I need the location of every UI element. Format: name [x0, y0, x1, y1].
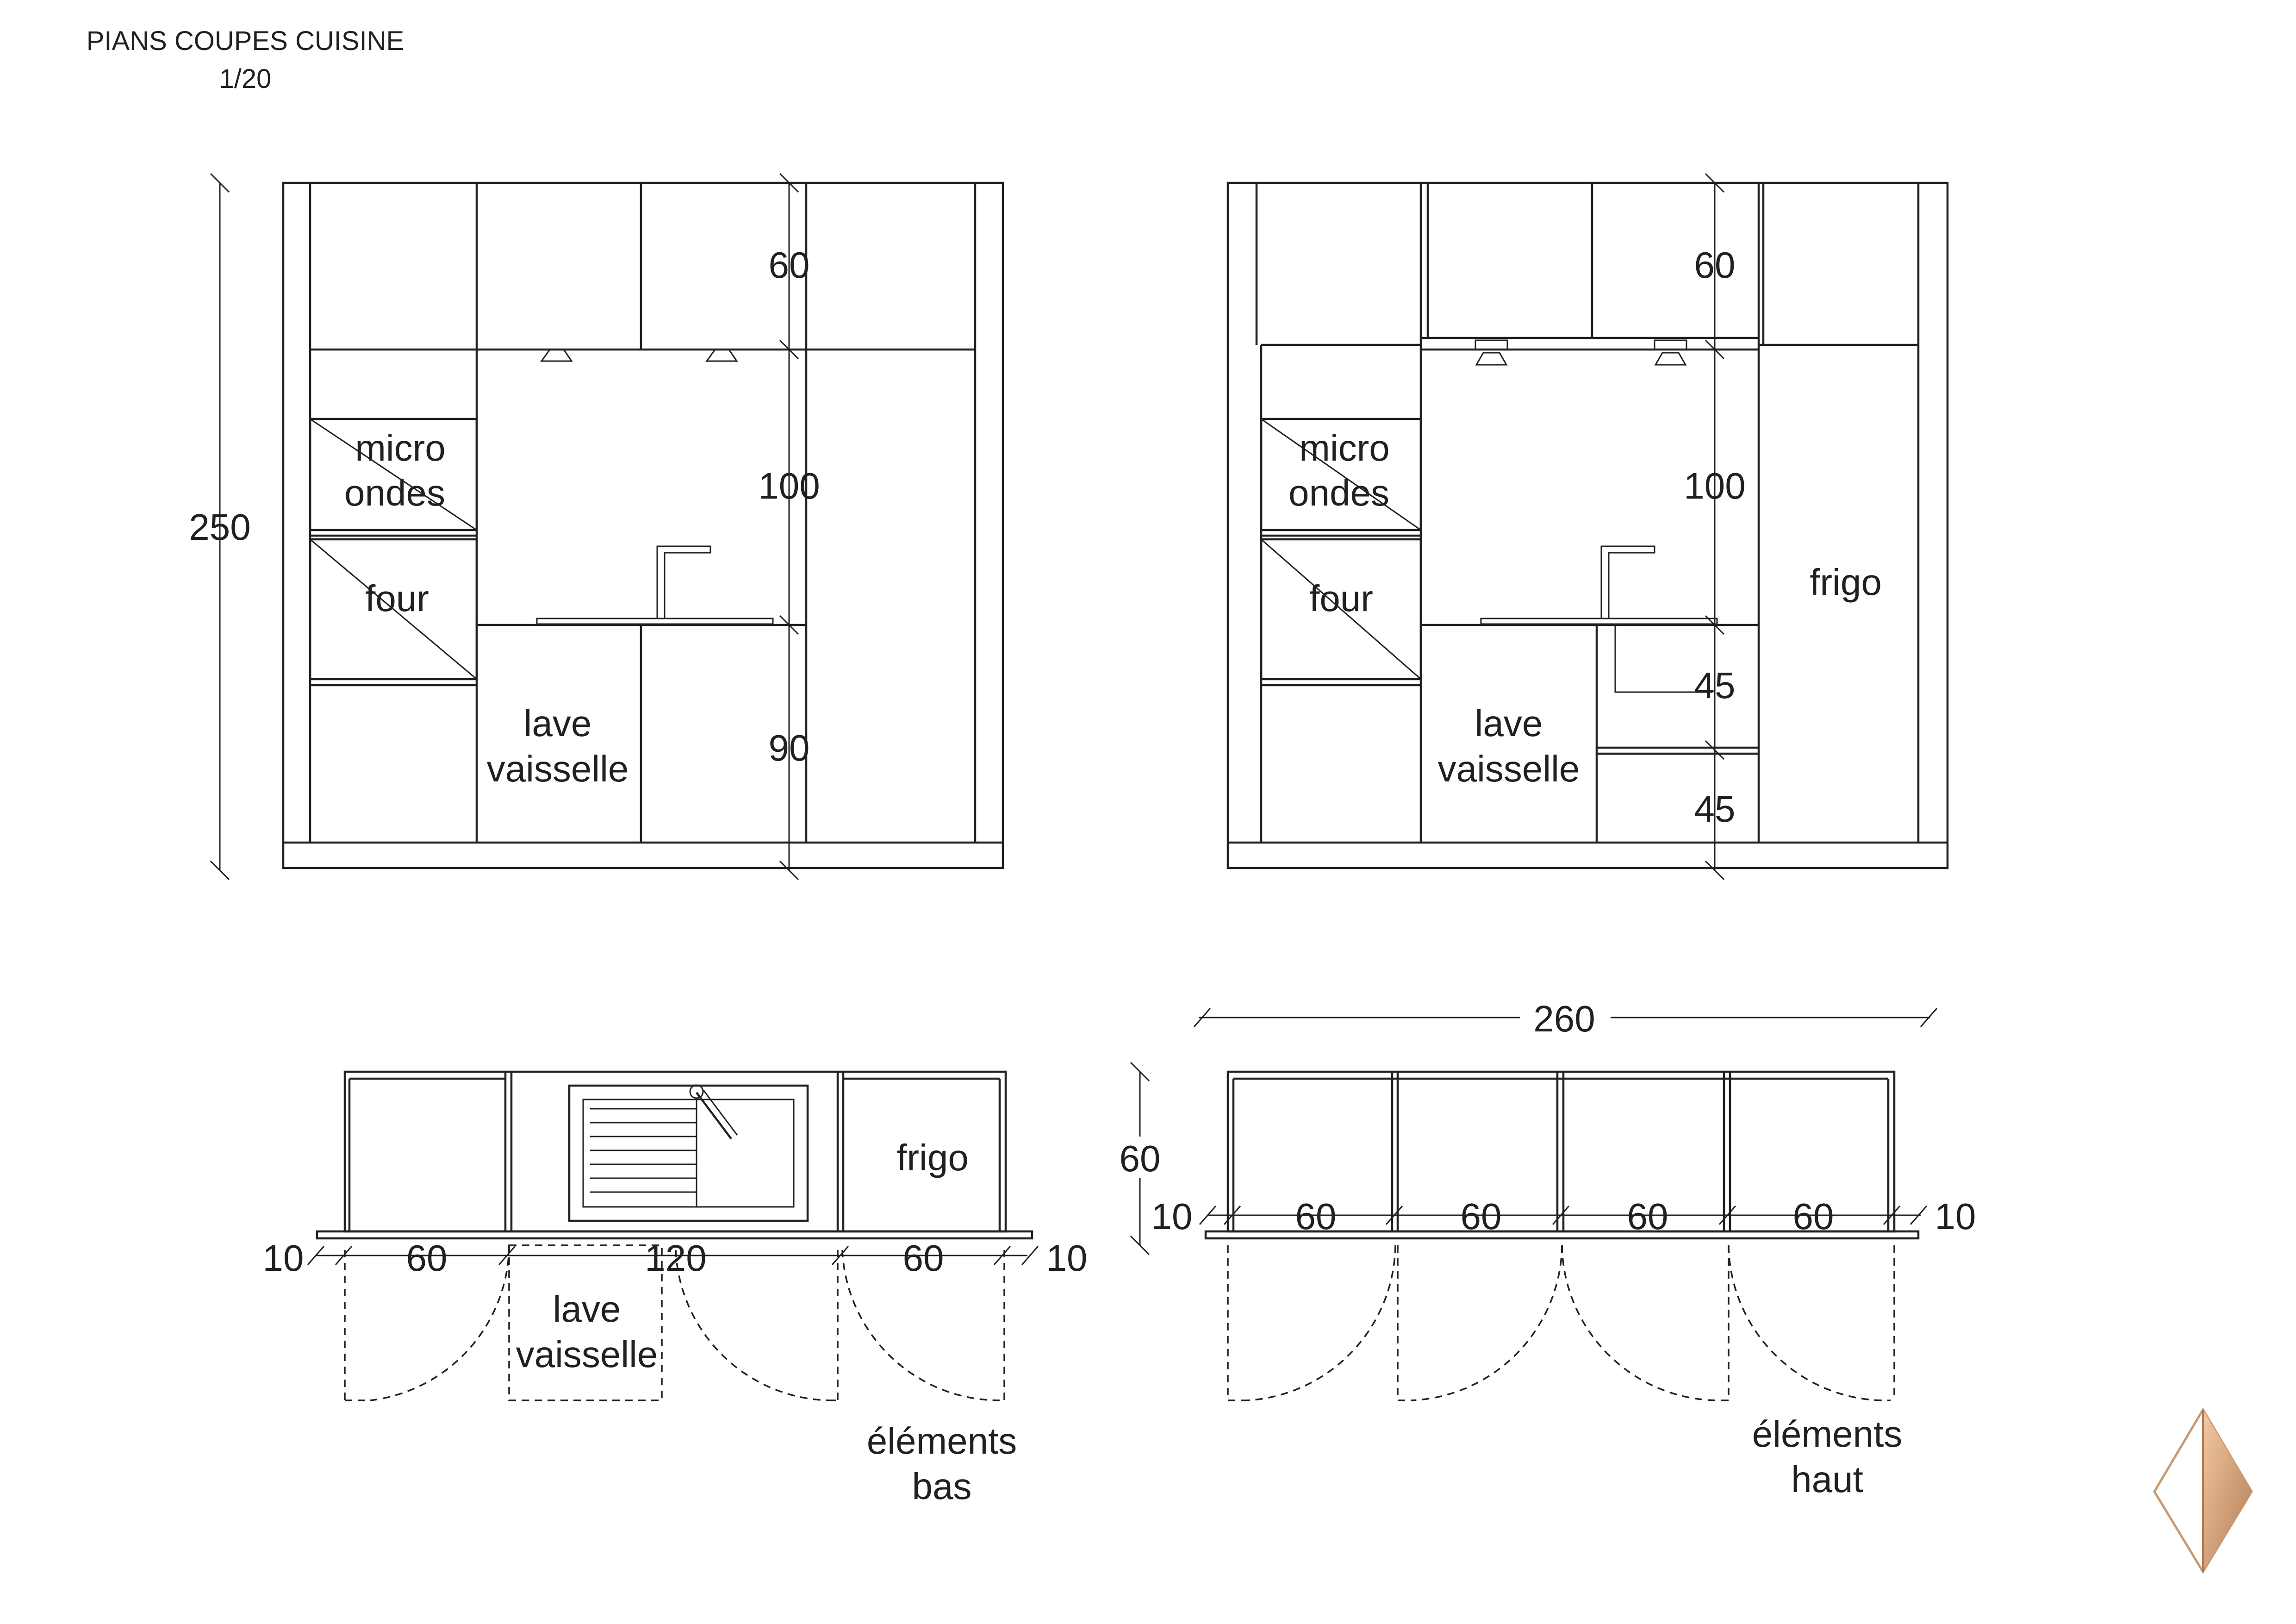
- dishwasher-label-2: vaisselle: [487, 748, 629, 789]
- light-fixture-icon: [540, 349, 738, 362]
- micro-label-2: ondes: [344, 472, 445, 513]
- drawer-dimension-2: 45: [1694, 788, 1736, 830]
- fridge-label: frigo: [1810, 562, 1882, 603]
- upper-dimension: 60: [769, 244, 810, 286]
- sink-icon: [568, 1084, 809, 1222]
- plan-caption: éléments: [1752, 1413, 1903, 1455]
- dimension-60-b: 60: [1461, 1196, 1502, 1237]
- micro-label: micro: [1299, 427, 1390, 468]
- micro-label-2: ondes: [1288, 472, 1389, 513]
- plan-caption: éléments: [867, 1420, 1017, 1462]
- dishwasher-label-2: vaisselle: [516, 1334, 658, 1375]
- dishwasher-label-2: vaisselle: [1438, 748, 1580, 789]
- dimension-10-left: 10: [1151, 1196, 1193, 1237]
- faucet-icon: [1600, 545, 1655, 619]
- upper-dimension: 60: [1694, 244, 1736, 286]
- plan-caption-2: haut: [1791, 1459, 1863, 1500]
- scale-label: 1/20: [219, 64, 272, 94]
- drawer-dimension-1: 45: [1694, 665, 1736, 706]
- dimension-10-left: 10: [263, 1237, 304, 1279]
- dimension-120: 120: [645, 1237, 706, 1279]
- dimension-60-right: 60: [903, 1237, 944, 1279]
- micro-label: micro: [355, 427, 446, 468]
- light-fixture-icon: [1475, 339, 1687, 366]
- middle-dimension: 100: [1684, 465, 1745, 506]
- oven-label: four: [1309, 578, 1373, 619]
- fridge-label: frigo: [896, 1137, 969, 1178]
- page-title: PIANS COUPES CUISINE: [87, 26, 404, 56]
- header: PIANS COUPES CUISINE 1/20: [87, 26, 404, 94]
- plan-low-elements: 10 60 120 60 10 frigo lave vaisselle élé…: [263, 1070, 1088, 1507]
- logo-diamond-icon: [2153, 1407, 2253, 1574]
- total-width-dimension: 260: [1533, 998, 1595, 1039]
- dimension-60-left: 60: [406, 1237, 448, 1279]
- dishwasher-label: lave: [524, 703, 592, 744]
- dimension-60-d: 60: [1793, 1196, 1834, 1237]
- elevation-right: 60 100 45 45 micro ondes four frigo lave…: [1226, 173, 1949, 881]
- elevation-left: 250 60 100 90 micro ondes four lave vais…: [189, 173, 1004, 881]
- dishwasher-label: lave: [1475, 703, 1543, 744]
- faucet-icon: [656, 545, 711, 619]
- middle-dimension: 100: [758, 465, 820, 506]
- dimension-60-c: 60: [1627, 1196, 1668, 1237]
- dishwasher-label: lave: [553, 1288, 621, 1330]
- sink-top: [1480, 618, 1718, 625]
- lower-dimension: 90: [769, 727, 810, 768]
- depth-dimension: 60: [1120, 1138, 1161, 1179]
- dimension-10-right: 10: [1046, 1237, 1088, 1279]
- height-dimension: 250: [189, 506, 250, 548]
- plan-high-elements: 260 60: [1108, 995, 1976, 1500]
- plan-caption-2: bas: [912, 1466, 972, 1507]
- oven-label: four: [365, 578, 429, 619]
- dimension-60-a: 60: [1295, 1196, 1337, 1237]
- sink-top: [536, 618, 774, 625]
- dimension-10-right: 10: [1935, 1196, 1976, 1237]
